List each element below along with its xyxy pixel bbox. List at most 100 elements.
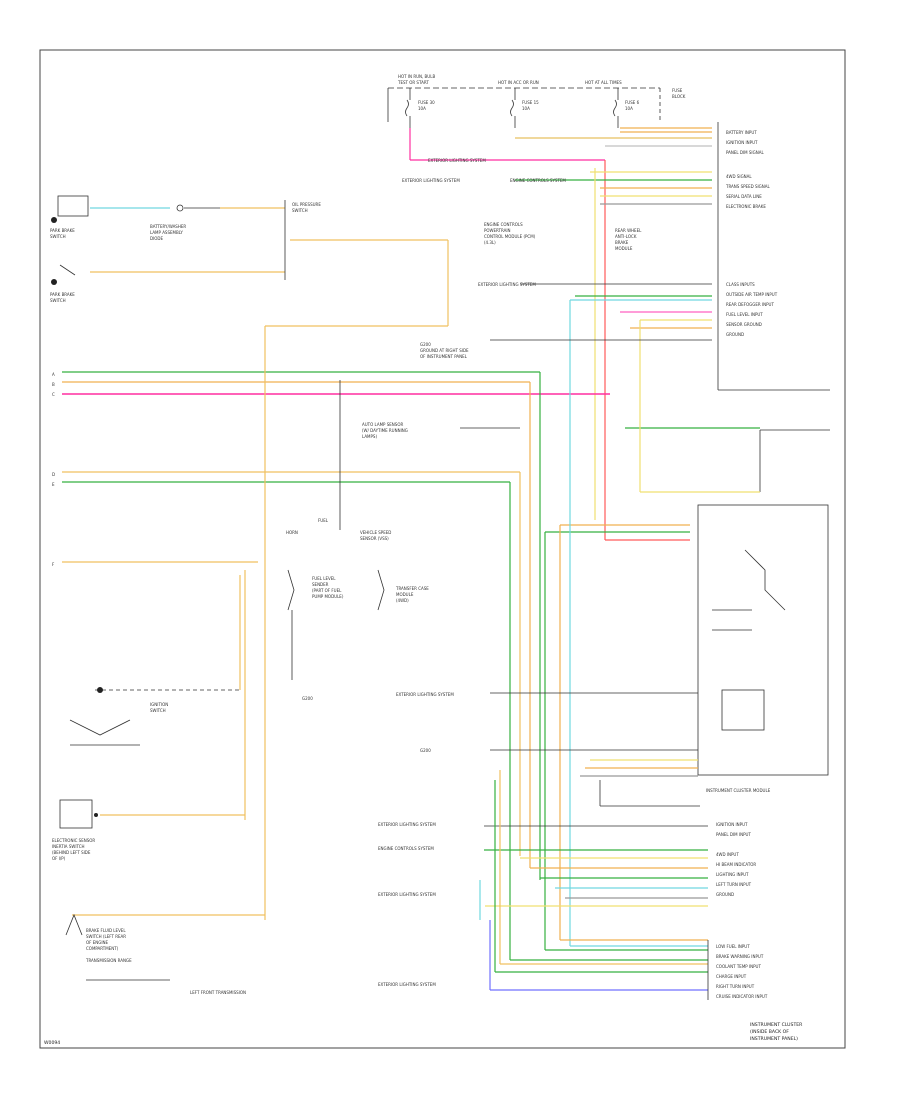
fuel-level-label-2: SENDER [312,582,329,587]
pcm-label: ENGINE CONTROLS POWERTRAIN CONTROL MODUL… [484,222,536,245]
brake-fluid-switch: BRAKE FLUID LEVEL SWITCH (LEFT REAR OF E… [65,913,265,995]
auto-lamp-label-2: (W/ DAYTIME RUNNING [362,428,408,433]
ic-pin-bot-13: CRUISE INDICATOR INPUT [716,994,768,999]
ic-title: INSTRUMENT CLUSTER (INSIDE BACK OF INSTR… [750,1022,803,1042]
hot-run-label-1: HOT IN RUN, BULB [398,74,435,79]
ic-pin-bot-6: LEFT TURN INPUT [716,882,752,887]
ic-pin-bot-2: PANEL DIM INPUT [716,832,751,837]
brake-fluid-label-2: SWITCH (LEFT REAR [86,934,126,939]
rear-abs-label-3: BRAKE [615,240,629,245]
engine-ctrl-label-top: ENGINE CONTROLS SYSTEM [510,178,566,183]
ic-pin-bot-10: COOLANT TEMP INPUT [716,964,761,969]
park-brake-switch-upper: PARK BRAKE SWITCH [50,195,170,239]
electronic-sensor: ELECTRONIC SENSOR INERTIA SWITCH (BEHIND… [52,799,245,861]
signal-b-label: B [52,382,55,387]
ic-pin-top-2: IGNITION INPUT [726,140,758,145]
diode-label-3: DIODE [150,236,163,241]
ground-lower-label: G200 [420,748,431,753]
hot-acc-label: HOT IN ACC OR RUN [498,80,539,85]
instrument-cluster-block: INSTRUMENT CLUSTER MODULE [697,504,829,793]
diag-conn-label-2: SWITCH [292,208,308,213]
trans-case-label-1: TRANSFER CASE [395,586,429,591]
pcm-label-1: ENGINE CONTROLS [484,222,523,227]
diode-module: BATTERY/WASHER LAMP ASSEMBLY DIODE [150,204,285,241]
trans-range-label: TRANSMISSION RANGE [85,958,132,963]
hot-run-label-2: TEST OR START [397,80,429,85]
ic-pin-top-3: PANEL DIM SIGNAL [726,150,764,155]
ignition-switch: IGNITION SWITCH [69,687,240,746]
ic-pin-bot-8: LOW FUEL INPUT [716,944,750,949]
diagram-frame [39,49,846,1049]
fuse-15-rating: 10A [522,106,530,111]
ic-pin-top-6: TRANS SPEED SIGNAL [725,184,771,189]
trans-brake-label-2: SWITCH [50,298,66,303]
ic-upper-connector: BATTERY INPUT IGNITION INPUT PANEL DIM S… [717,122,830,391]
diag-conn-label-1: OIL PRESSURE [292,202,321,207]
trans-case-label-2: MODULE [396,592,414,597]
fuel-label: FUEL [318,518,329,523]
diagram-id-code: W0094 [44,1040,60,1046]
ic-pin-mid-3: REAR DEFOGGER INPUT [726,302,774,307]
ic-pin-bot-7: GROUND [716,892,734,897]
brake-fluid-label-4: COMPARTMENT) [86,946,119,951]
ext-lighting-label-b2: EXTERIOR LIGHTING SYSTEM [378,892,436,897]
trans-brake-label-1: PARK BRAKE [50,292,75,297]
elec-sensor-label-1: ELECTRONIC SENSOR [52,838,95,843]
ignition-label-1: IGNITION [150,702,168,707]
lower-wires [460,283,712,950]
ic-pin-mid-5: SENSOR GROUND [726,322,762,327]
elec-sensor-label-3: (BEHIND LEFT SIDE [52,850,91,855]
diagnostic-connector: OIL PRESSURE SWITCH [265,200,449,327]
ic-pin-bot-11: CHARGE INPUT [716,974,747,979]
ext-lighting-label-mid: EXTERIOR LIGHTING SYSTEM [478,282,536,287]
ic-pin-top-7: SERIAL DATA LINE [726,194,762,199]
ext-lighting-label-lower: EXTERIOR LIGHTING SYSTEM [396,692,454,697]
fuel-level-label-3: (PART OF FUEL [312,588,342,593]
ext-lighting-label-2: EXTERIOR LIGHTING SYSTEM [402,178,460,183]
diode-label-2: LAMP ASSEMBLY [150,230,183,235]
auto-lamp-label-1: AUTO LAMP SENSOR [362,422,403,427]
ground-label-2: GROUND AT RIGHT SIDE [420,348,469,353]
ic-pin-bot-4: HI BEAM INDICATOR [716,862,756,867]
ic-pin-mid-4: FUEL LEVEL INPUT [726,312,763,317]
ic-pin-bot-9: BRAKE WARNING INPUT [716,954,764,959]
ic-pin-mid-2: OUTSIDE AIR TEMP INPUT [726,292,778,297]
fuse-6-label: FUSE 6 [625,100,640,105]
ground-g200: G200 GROUND AT RIGHT SIDE OF INSTRUMENT … [420,342,469,359]
speed-label-2: SENSOR (VSS) [360,536,389,541]
fuse-block-label-2: BLOCK [672,94,686,99]
ic-inner-label: INSTRUMENT CLUSTER MODULE [706,788,771,793]
ic-title-3: INSTRUMENT PANEL) [750,1036,798,1042]
ic-title-2: (INSIDE BACK OF [750,1029,789,1035]
hot-always-label: HOT AT ALL TIMES [585,80,622,85]
pcm-label-4: (4.3L) [484,240,496,245]
ext-lighting-label-b1: EXTERIOR LIGHTING SYSTEM [378,822,436,827]
ic-pin-top-1: BATTERY INPUT [726,130,757,135]
signal-c-label: C [52,392,55,397]
right-tm-module [625,427,830,493]
diode-label-1: BATTERY/WASHER [150,224,186,229]
fuse-block-label-1: FUSE [672,88,683,93]
elec-sensor-label-4: OF I/P) [52,856,66,861]
left-front-trans-label: LEFT FRONT TRANSMISSION [190,990,246,995]
fuse-15: FUSE 15 10A [510,88,539,128]
rear-abs-label-4: MODULE [615,246,633,251]
lower-bundle: EXTERIOR LIGHTING SYSTEM ENGINE CONTROLS… [378,770,709,1000]
signal-f-label: F [52,562,55,567]
pcm-label-3: CONTROL MODULE (PCM) [484,234,536,239]
elec-sensor-label-2: INERTIA SWITCH [52,844,85,849]
ic-pin-top-8: ELECTRONIC BRAKE [726,204,766,209]
lower-right-connectors: EXTERIOR LIGHTING SYSTEM G200 [396,692,700,807]
top-sources: HOT IN RUN, BULB TEST OR START HOT IN AC… [387,74,686,128]
ext-lighting-label-top: EXTERIOR LIGHTING SYSTEM [428,158,486,163]
ic-pin-bot-1: IGNITION INPUT [716,822,748,827]
fuse-30-label: FUSE 30 [418,100,435,105]
signal-d-label: D [52,472,55,477]
rear-abs-label: REAR WHEEL ANTI-LOCK BRAKE MODULE [615,228,642,251]
ic-pin-bot-3: 4WD INPUT [716,852,739,857]
ic-pin-top-5: 4WD SIGNAL [726,174,752,179]
fuse-6: FUSE 6 10A [613,88,640,128]
ic-pin-bot-5: LIGHTING INPUT [716,872,749,877]
brake-fluid-label-3: OF ENGINE [86,940,109,945]
